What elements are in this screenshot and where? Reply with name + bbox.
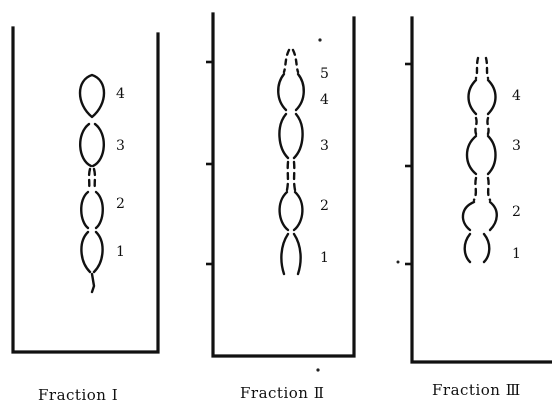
panel-fraction-2: 5 4 3 2 1 [206, 12, 356, 372]
band-label: 3 [116, 138, 125, 154]
panel-fraction-3: 4 3 2 1 [396, 16, 552, 364]
band-pattern [277, 48, 305, 276]
band-label: 1 [116, 244, 125, 260]
speck [318, 38, 322, 42]
speck [396, 260, 400, 264]
band-label: 4 [512, 88, 521, 104]
band-label: 1 [320, 250, 329, 266]
container-outline [211, 12, 356, 358]
fraction-1-caption: Fraction I [38, 386, 119, 404]
band-label: 2 [320, 198, 329, 214]
band-label: 4 [116, 86, 125, 102]
band-label: 2 [116, 196, 125, 212]
fraction-2-caption: Fraction Ⅱ [240, 384, 325, 402]
band-label: 1 [512, 246, 521, 262]
band-label: 4 [320, 92, 329, 108]
container-outline [410, 16, 552, 364]
scale-ticks [405, 62, 413, 266]
speck [316, 368, 320, 372]
fraction-3-caption: Fraction Ⅲ [432, 381, 521, 399]
band-label: 3 [320, 138, 329, 154]
band-label: 5 [320, 66, 329, 82]
container-outline [11, 26, 160, 354]
band-pattern [461, 56, 498, 264]
panel-fraction-1: 4 3 2 1 [11, 26, 160, 354]
band-label: 3 [512, 138, 521, 154]
band-pattern [78, 73, 106, 294]
scale-ticks [206, 60, 214, 266]
band-label: 2 [512, 204, 521, 220]
